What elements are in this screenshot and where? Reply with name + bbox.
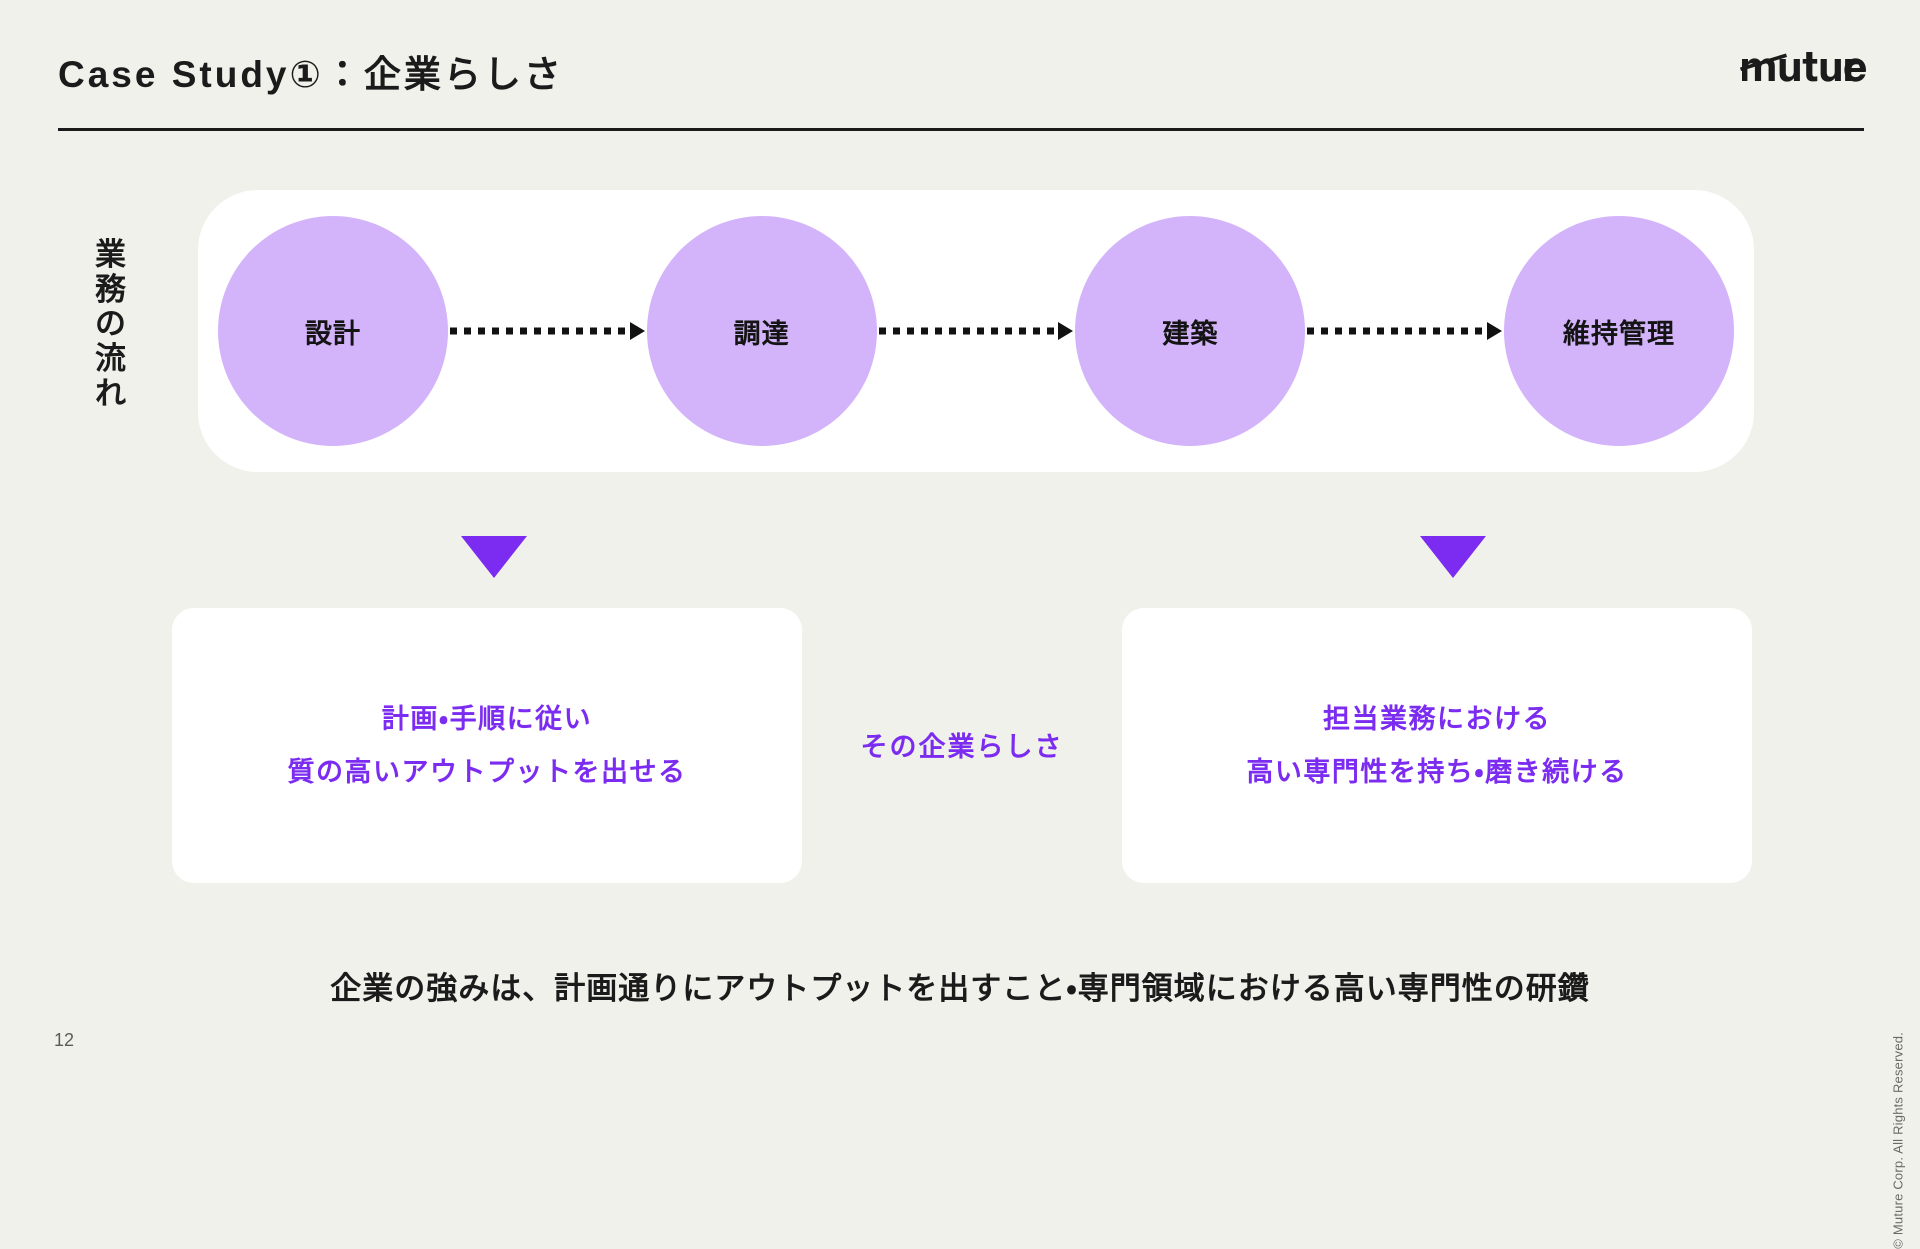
flow-node-4[interactable]: 維持管理 [1504, 216, 1735, 446]
flow-axis-char-5: れ [95, 375, 127, 411]
connector-arrowhead [1058, 322, 1074, 340]
flow-axis-label: 業 務 の 流 れ [88, 237, 134, 412]
connector-arrowhead [629, 322, 645, 340]
connector-dots [1307, 327, 1489, 335]
dotted-arrow-right-icon [450, 322, 645, 340]
outcome-right-line-2: 高い専門性を持ち・磨き続ける [1246, 756, 1628, 787]
slide-header: Case Study①：企業らしさ [0, 0, 1920, 132]
outcome-card-left: 計画・手順に従い 質の高いアウトプットを出せる [172, 608, 802, 883]
flow-axis-char-4: 流 [95, 341, 127, 377]
header-divider [58, 128, 1864, 131]
process-flow-panel: 設計 調達 建築 維持管理 [198, 190, 1754, 472]
center-caption: その企業らしさ [860, 732, 1064, 762]
outcome-left-line-1: 計画・手順に従い [381, 703, 593, 734]
outcome-card-right: 担当業務における 高い専門性を持ち・磨き続ける [1122, 608, 1752, 883]
flow-node-label: 設計 [305, 318, 361, 349]
flow-node-3[interactable]: 建築 [1075, 216, 1306, 446]
summary-statement: 企業の強みは、計画通りにアウトプットを出すこと・専門領域における高い専門性の研鑽 [330, 971, 1590, 1006]
triangle-down-icon-left [461, 536, 527, 578]
flow-node-2[interactable]: 調達 [646, 216, 877, 446]
copyright-notice: © Muture Corp. All Rights Reserved. [1891, 1032, 1906, 1249]
flow-node-label: 維持管理 [1563, 318, 1676, 349]
triangle-down-icon-right [1420, 536, 1486, 578]
muture-logo [1740, 44, 1866, 86]
connector-dots [878, 327, 1060, 335]
flow-node-label: 調達 [733, 318, 790, 349]
flow-node-label: 建築 [1162, 318, 1219, 349]
outcome-left-line-2: 質の高いアウトプットを出せる [287, 756, 687, 787]
process-flow-row: 設計 調達 建築 維持管理 [198, 190, 1754, 472]
flow-axis-char-2: 務 [95, 271, 127, 307]
flow-axis-char-1: 業 [95, 237, 127, 272]
dotted-arrow-right-icon [878, 322, 1074, 340]
page-number: 12 [54, 1030, 75, 1050]
connector-arrowhead [1487, 322, 1503, 340]
outcome-right-line-1: 担当業務における [1323, 703, 1551, 734]
page-title: Case Study①：企業らしさ [58, 54, 564, 95]
flow-node-1[interactable]: 設計 [218, 216, 448, 446]
dotted-arrow-right-icon [1307, 322, 1503, 340]
connector-dots [450, 327, 631, 335]
flow-axis-char-3: の [95, 306, 127, 342]
